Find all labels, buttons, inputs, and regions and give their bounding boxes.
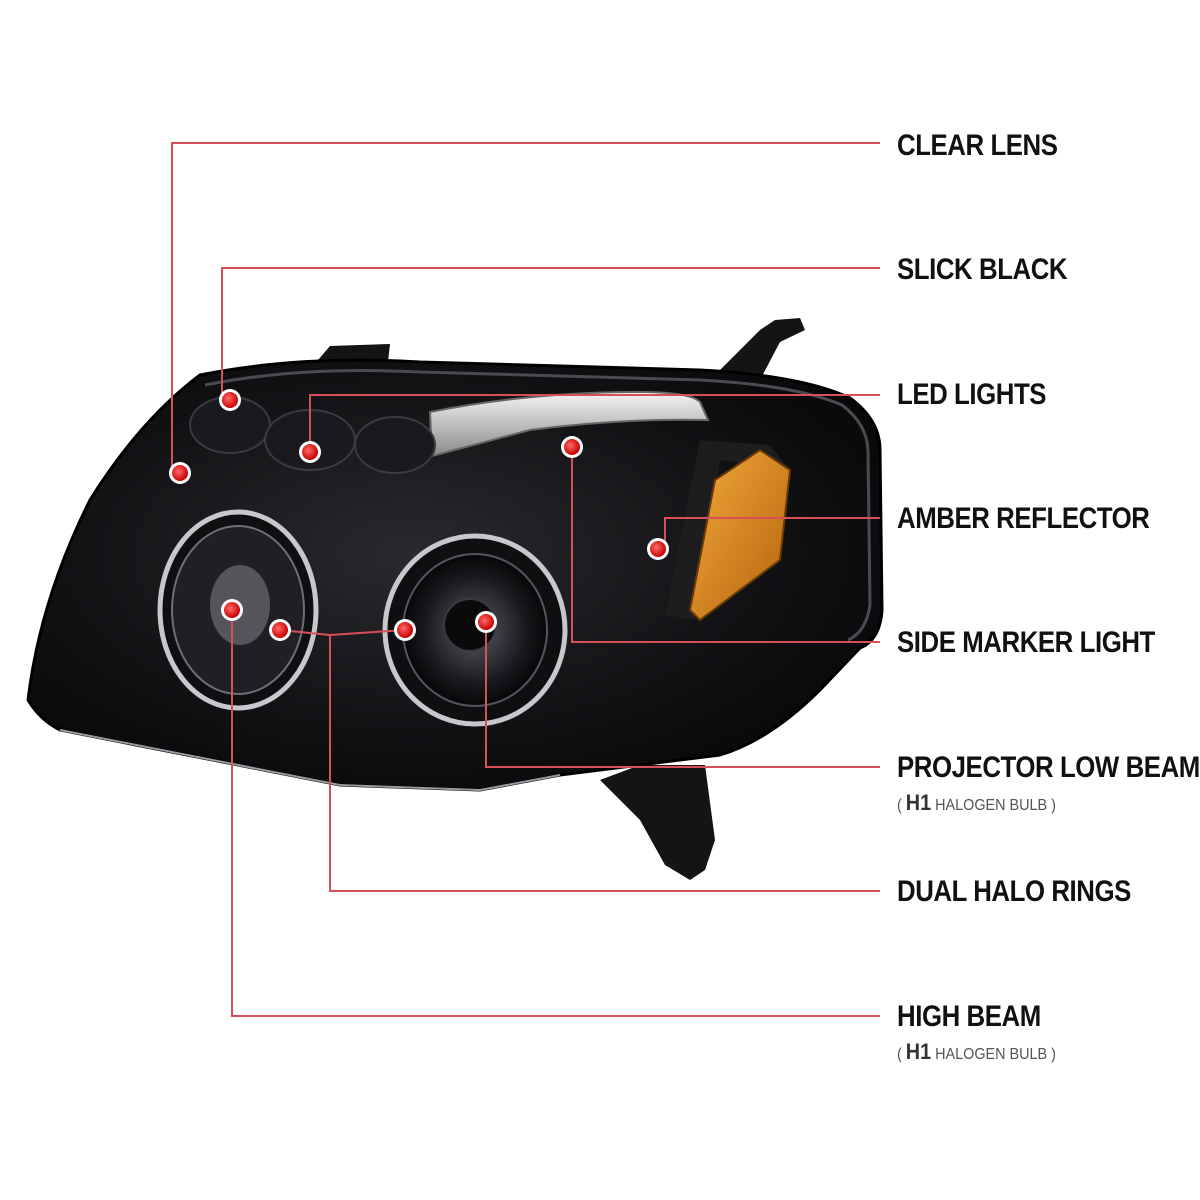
clear-lens-marker-dot [172,465,188,481]
led-lights-label: LED LIGHTS [897,378,1047,411]
dual-halo-rings-leader-line [329,635,880,892]
projector-low-beam-marker-dot [478,614,494,630]
paren-open: ( [897,1046,902,1063]
paren-open: ( [897,797,902,814]
paren-close: ) [1051,797,1056,814]
led-lights-marker-dot [302,444,318,460]
side-marker-light-label: SIDE MARKER LIGHT [897,626,1155,659]
dual-halo-rings-marker-dot [272,622,288,638]
high-beam-label: HIGH BEAM [897,1000,1041,1033]
dual-halo-rings-label: DUAL HALO RINGS [897,875,1131,908]
bulb-type: HALOGEN BULB [935,797,1048,814]
slick-black-label: SLICK BLACK [897,253,1068,286]
projector-low-beam-label: PROJECTOR LOW BEAM [897,751,1200,784]
side-marker-light-marker-dot [564,439,580,455]
paren-close: ) [1051,1046,1056,1063]
bulb-type: HALOGEN BULB [935,1046,1048,1063]
lens-rim [204,369,872,642]
dual-halo-rings-marker-dot [397,622,413,638]
slick-black-marker-dot [222,392,238,408]
mounting-tab [318,344,390,362]
mounting-bracket [600,765,715,880]
high-beam-leader-line [231,610,880,1017]
side-marker-light-leader-line [571,447,880,643]
high-beam-bulb-note: ( H1 HALOGEN BULB ) [897,1041,1056,1063]
clear-lens-label: CLEAR LENS [897,129,1058,162]
projector-low-beam-bulb-note: ( H1 HALOGEN BULB ) [897,792,1056,814]
amber-reflector [688,448,792,622]
amber-reflector-marker-dot [650,541,666,557]
lens-bottom-edge [59,729,561,792]
bulb-code: H1 [905,790,932,815]
high-beam-marker-dot [224,602,240,618]
led-dome [354,416,436,474]
projector-low-beam-leader-line [485,622,880,768]
amber-reflector-label: AMBER REFLECTOR [897,502,1150,535]
mounting-tab [720,318,805,380]
bulb-code: H1 [905,1039,932,1064]
led-lights-leader-line [309,394,880,452]
